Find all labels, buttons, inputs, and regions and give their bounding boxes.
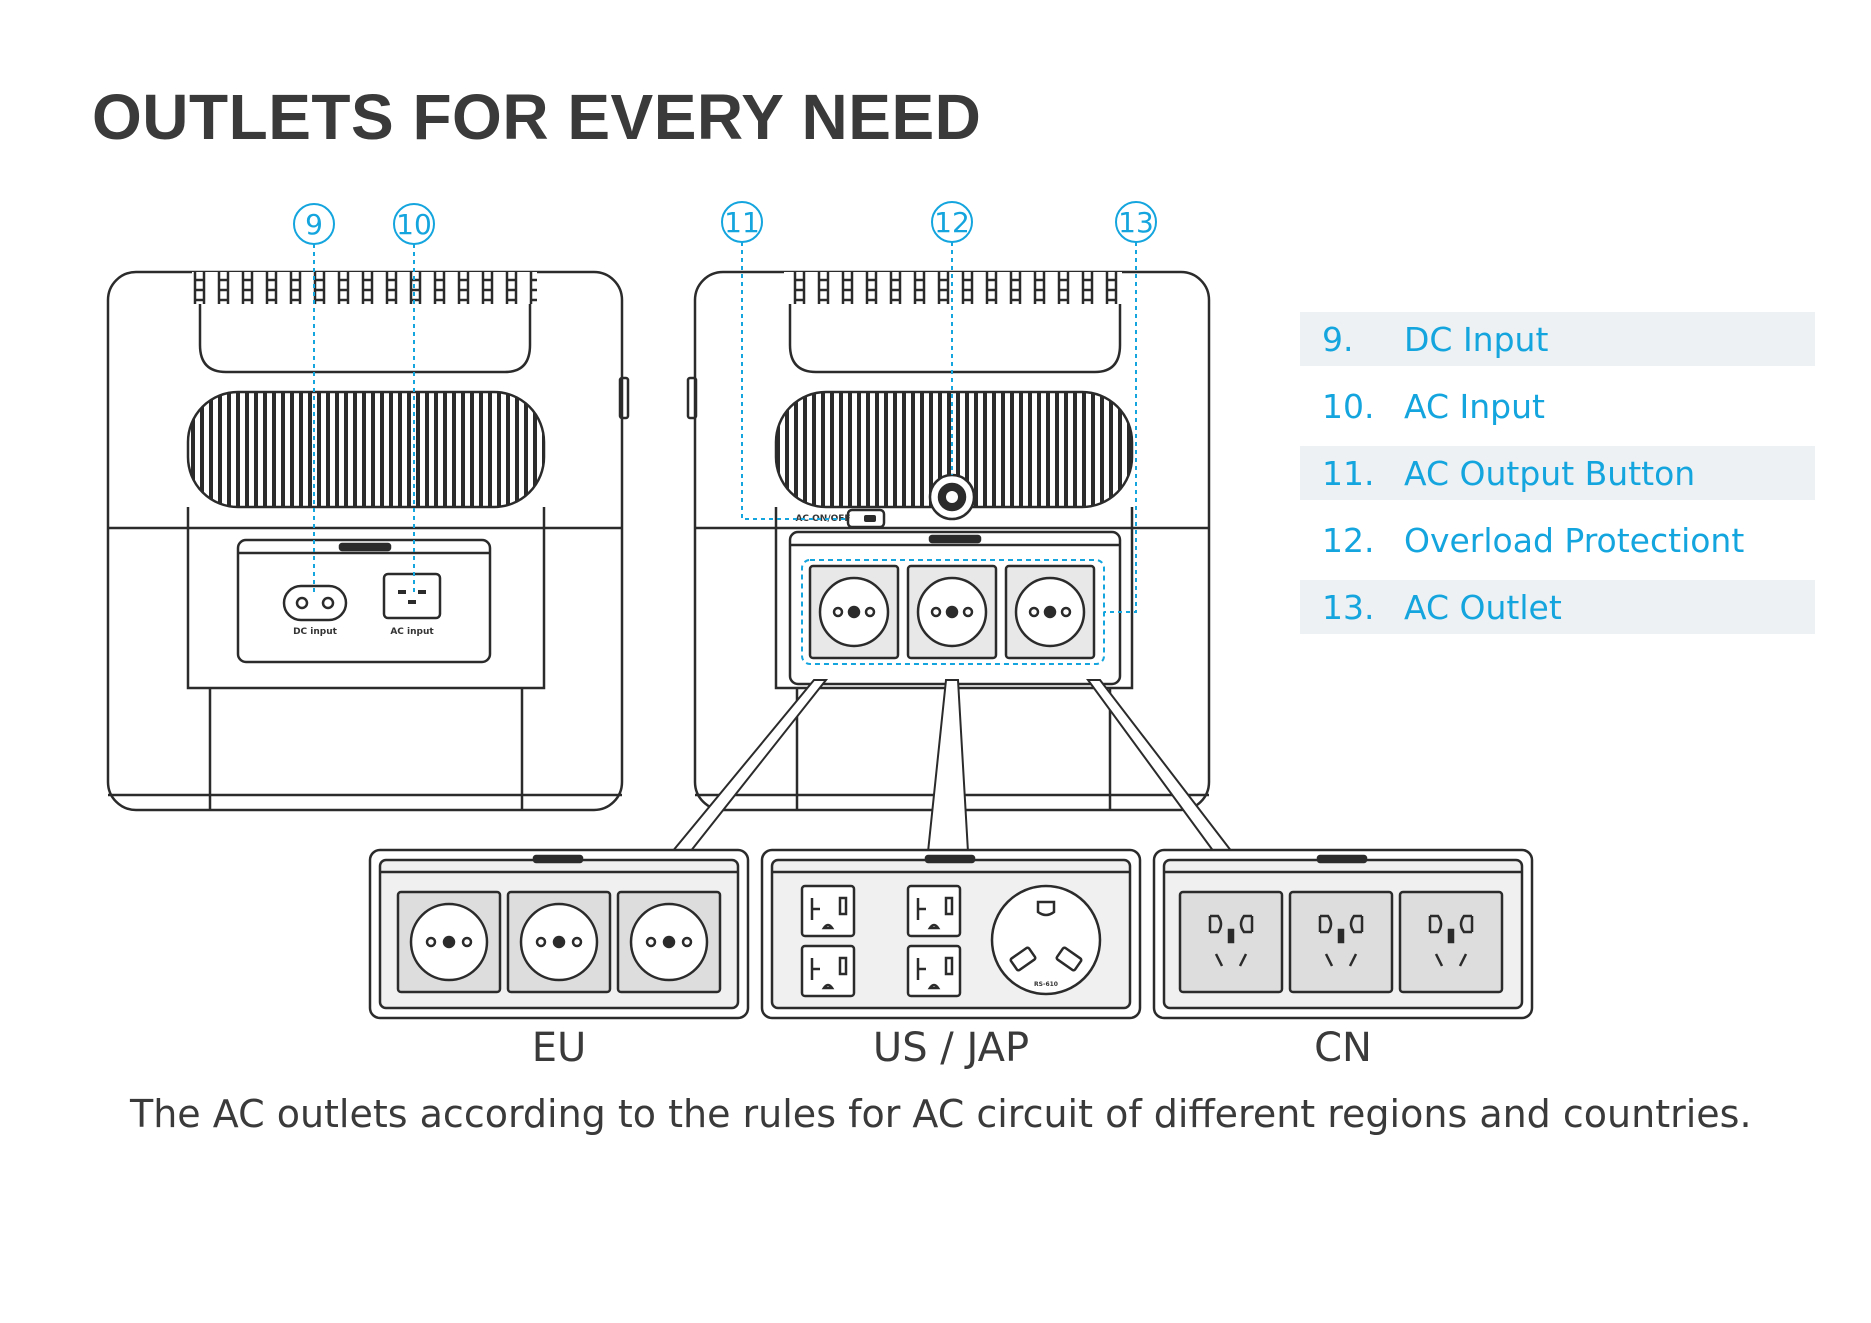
callout-13: 13 — [1118, 206, 1154, 239]
legend-label: AC Outlet — [1404, 587, 1562, 627]
callout-markers: 9 10 11 12 13 — [293, 201, 1157, 245]
cn-outlet-panel — [1152, 848, 1534, 1020]
ac-input-label: AC input — [390, 627, 434, 637]
us-jap-outlet-panel — [760, 848, 1142, 1020]
nema-code-label: RS-610 — [1034, 981, 1058, 988]
device-ac-outlets — [808, 564, 1096, 660]
callout-leaders — [313, 242, 1137, 613]
legend-number: 13. — [1322, 587, 1375, 627]
legend-label: AC Input — [1404, 386, 1545, 426]
legend-number: 10. — [1322, 386, 1375, 426]
legend-number: 9. — [1322, 319, 1354, 359]
dc-input-port-icon — [282, 584, 348, 622]
callout-9: 9 — [305, 208, 323, 241]
legend-number: 12. — [1322, 520, 1375, 560]
callout-11-circle — [721, 201, 763, 243]
callout-11: 11 — [724, 206, 760, 239]
legend-item-overload-protection: 12. Overload Protectiont — [1300, 513, 1815, 567]
callout-9-circle — [293, 203, 335, 245]
legend-item-ac-outlet: 13. AC Outlet — [1300, 580, 1815, 634]
legend-label: DC Input — [1404, 319, 1549, 359]
legend-label: Overload Protectiont — [1404, 520, 1745, 560]
region-label-eu: EU — [531, 1025, 587, 1071]
zoom-wedges — [669, 679, 1235, 853]
dc-input-label: DC input — [293, 627, 338, 637]
legend-item-ac-input: 10. AC Input — [1300, 379, 1815, 433]
ac-input-port-icon — [382, 572, 442, 620]
legend-item-ac-output-button: 11. AC Output Button — [1300, 446, 1815, 500]
ac-onoff-label: AC ON/OFF — [795, 514, 850, 524]
callout-10: 10 — [396, 208, 432, 241]
callout-12-circle — [931, 201, 973, 243]
callout-12: 12 — [934, 206, 970, 239]
legend-number: 11. — [1322, 453, 1375, 493]
eu-outlet-panel — [368, 848, 750, 1020]
callout-13-circle — [1115, 201, 1157, 243]
legend-list: 9. DC Input 10. AC Input 11. AC Output B… — [1300, 312, 1815, 647]
device-front-right — [686, 270, 1211, 812]
region-label-us-jap: US / JAP — [872, 1025, 1030, 1071]
legend-item-dc-input: 9. DC Input — [1300, 312, 1815, 366]
region-label-cn: CN — [1314, 1025, 1372, 1071]
legend-label: AC Output Button — [1404, 453, 1696, 493]
device-rear-left — [106, 270, 630, 812]
caption-text: The AC outlets according to the rules fo… — [130, 1092, 1752, 1136]
callout-10-circle — [393, 203, 435, 245]
page-title: OUTLETS FOR EVERY NEED — [92, 81, 982, 153]
